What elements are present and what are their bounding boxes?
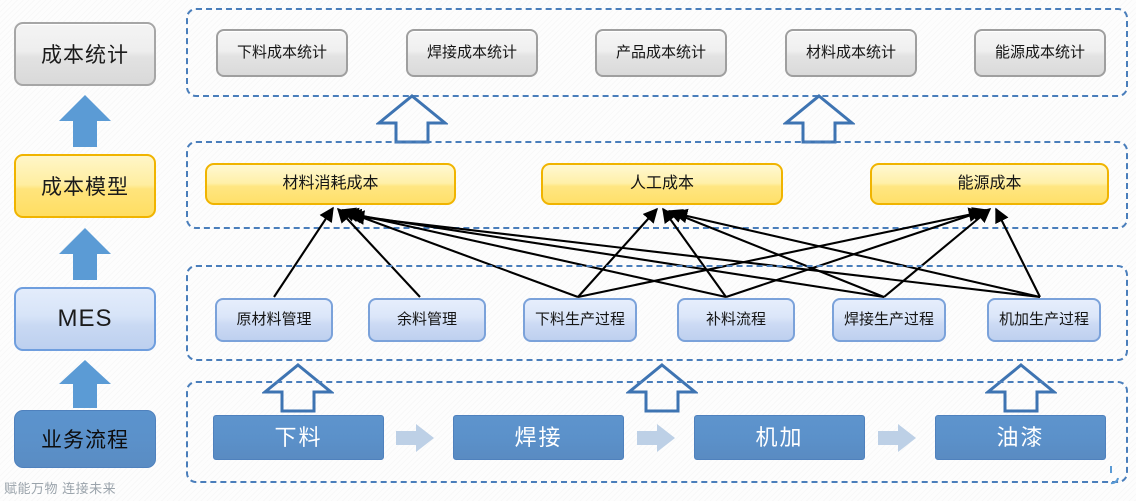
left-column-label: MES <box>57 305 113 332</box>
node-proc-replenish[interactable]: 补料流程 <box>677 298 795 342</box>
node-label: 能源成本统计 <box>994 44 1085 62</box>
node-cost-labor[interactable]: 人工成本 <box>541 163 783 205</box>
node-label: 焊接 <box>514 424 563 450</box>
node-stat-material[interactable]: 材料成本统计 <box>785 29 917 77</box>
node-flow-blanking[interactable]: 下料 <box>213 415 384 460</box>
node-label: 材料成本统计 <box>805 44 896 62</box>
arrow-up-business-to-mes <box>59 360 111 408</box>
node-proc-raw-material[interactable]: 原材料管理 <box>215 298 333 342</box>
arrow-flow-to-mes-3-icon <box>985 363 1057 413</box>
node-label: 焊接成本统计 <box>426 44 517 62</box>
node-stat-blanking[interactable]: 下料成本统计 <box>216 29 348 77</box>
node-cost-energy[interactable]: 能源成本 <box>870 163 1109 205</box>
left-column-cost-statistics[interactable]: 成本统计 <box>14 22 156 86</box>
left-column-label: 成本统计 <box>41 44 129 67</box>
arrow-up-model-to-statistics <box>59 95 111 147</box>
node-proc-welding[interactable]: 焊接生产过程 <box>832 298 946 342</box>
watermark-text: 赋能万物 连接未来 <box>4 481 117 496</box>
node-flow-machining[interactable]: 机加 <box>694 415 865 460</box>
statistics-panel <box>186 8 1128 97</box>
arrow-flow-to-mes-2-icon <box>626 363 698 413</box>
node-flow-painting[interactable]: 油漆 <box>935 415 1106 460</box>
arrow-flow-to-mes-1-icon <box>262 363 334 413</box>
node-label: 余料管理 <box>396 311 457 329</box>
left-column-label: 成本模型 <box>41 176 129 199</box>
node-label: 机加生产过程 <box>998 311 1089 329</box>
node-flow-welding[interactable]: 焊接 <box>453 415 624 460</box>
business-flow-panel <box>186 381 1128 483</box>
node-stat-energy[interactable]: 能源成本统计 <box>974 29 1106 77</box>
node-label: 材料消耗成本 <box>282 174 379 192</box>
left-column-label: 业务流程 <box>41 429 129 452</box>
node-stat-welding[interactable]: 焊接成本统计 <box>406 29 538 77</box>
left-column-business-process[interactable]: 业务流程 <box>14 410 156 468</box>
node-cost-material-consumption[interactable]: 材料消耗成本 <box>205 163 456 205</box>
node-label: 补料流程 <box>705 311 766 329</box>
mes-panel <box>186 265 1128 361</box>
node-proc-blanking[interactable]: 下料生产过程 <box>523 298 637 342</box>
node-label: 产品成本统计 <box>615 44 706 62</box>
node-label: 下料 <box>274 424 323 450</box>
node-proc-machining[interactable]: 机加生产过程 <box>987 298 1101 342</box>
node-label: 下料成本统计 <box>236 44 327 62</box>
node-label: 原材料管理 <box>236 311 312 329</box>
arrow-up-mes-to-model <box>59 228 111 280</box>
arrow-model-to-stats-left-icon <box>376 94 448 144</box>
node-stat-product[interactable]: 产品成本统计 <box>595 29 727 77</box>
left-column-cost-model[interactable]: 成本模型 <box>14 154 156 218</box>
watermark-corner-icon <box>1110 466 1119 485</box>
node-label: 油漆 <box>996 424 1045 450</box>
node-label: 人工成本 <box>629 174 694 192</box>
left-column-mes[interactable]: MES <box>14 287 156 351</box>
node-label: 下料生产过程 <box>534 311 625 329</box>
arrow-model-to-stats-right-icon <box>783 94 855 144</box>
chevron-right-icon <box>637 424 675 452</box>
node-label: 机加 <box>755 424 804 450</box>
node-proc-surplus-material[interactable]: 余料管理 <box>368 298 486 342</box>
chevron-right-icon <box>878 424 916 452</box>
node-label: 焊接生产过程 <box>843 311 934 329</box>
chevron-right-icon <box>396 424 434 452</box>
node-label: 能源成本 <box>957 174 1022 192</box>
